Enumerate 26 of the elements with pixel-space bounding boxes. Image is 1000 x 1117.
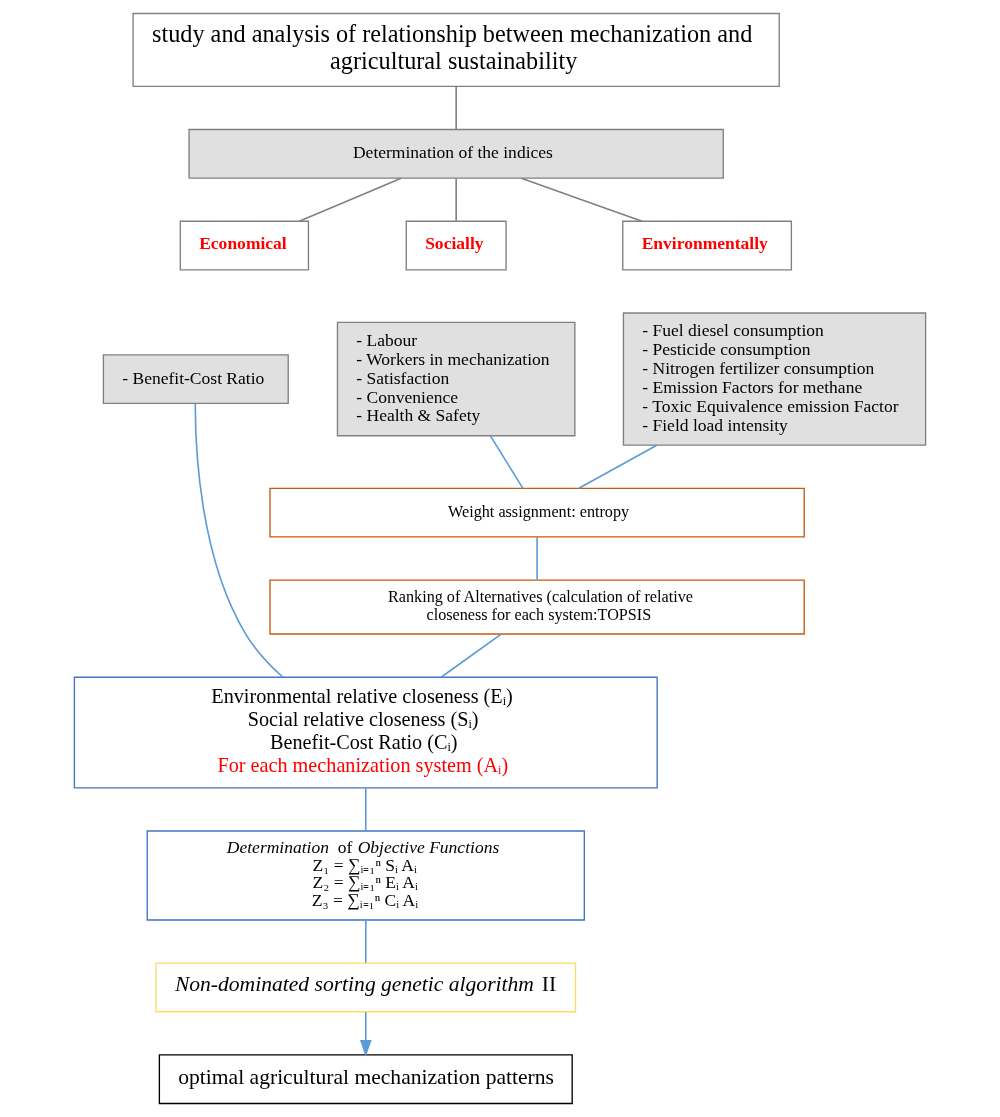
connector (364, 787, 367, 832)
connector (536, 536, 538, 581)
node-box: optimal agricultural mechanization patterns (158, 1054, 573, 1105)
node-box: - Fuel diesel consumption - Pesticide consumption - Nitrogen fertilizer consumption - Emission Factors for methane - Toxic Equivalence emission Factor - Field load intensity (622, 312, 927, 446)
node-box: Weight assignment: entropy (269, 487, 805, 538)
connector (298, 177, 402, 222)
connector (489, 435, 524, 490)
connector (194, 402, 284, 678)
connector (440, 633, 502, 678)
connector (520, 177, 643, 222)
node-box: Environmentally (622, 220, 793, 271)
node-box: Socially (405, 220, 507, 271)
arrow (359, 1011, 372, 1057)
node-box: study and analysis of relationship between mechanization and agricultural sustainability (132, 12, 780, 88)
connector (364, 919, 367, 964)
node-box: Non-dominated sorting genetic algorithm II (155, 962, 577, 1013)
node-box: Ranking of Alternatives (calculation of relative closeness for each system:TOPSIS (269, 579, 805, 635)
connector (455, 177, 457, 222)
connector (455, 85, 457, 131)
node-box: - Benefit-Cost Ratio (102, 354, 289, 405)
node-box: Determination of the indices (188, 128, 724, 179)
node-box: Determination of Objective Functions Z₁ = ∑ᵢ₌₁ⁿ Sᵢ Aᵢ Z₂ = ∑ᵢ₌₁ⁿ Eᵢ Aᵢ Z₃ = ∑ᵢ₌₁ⁿ Cᵢ Aᵢ (146, 830, 585, 921)
connector (578, 444, 658, 490)
node-box: Economical (179, 220, 310, 271)
node-box: Environmental relative closeness (Eᵢ) Social relative closeness (Sᵢ) Benefit-Cost Ratio (Cᵢ) For each mechanization system (Aᵢ) (73, 676, 658, 789)
node-box: - Labour - Workers in mechanization - Satisfaction - Convenience - Health & Safety (336, 321, 576, 437)
